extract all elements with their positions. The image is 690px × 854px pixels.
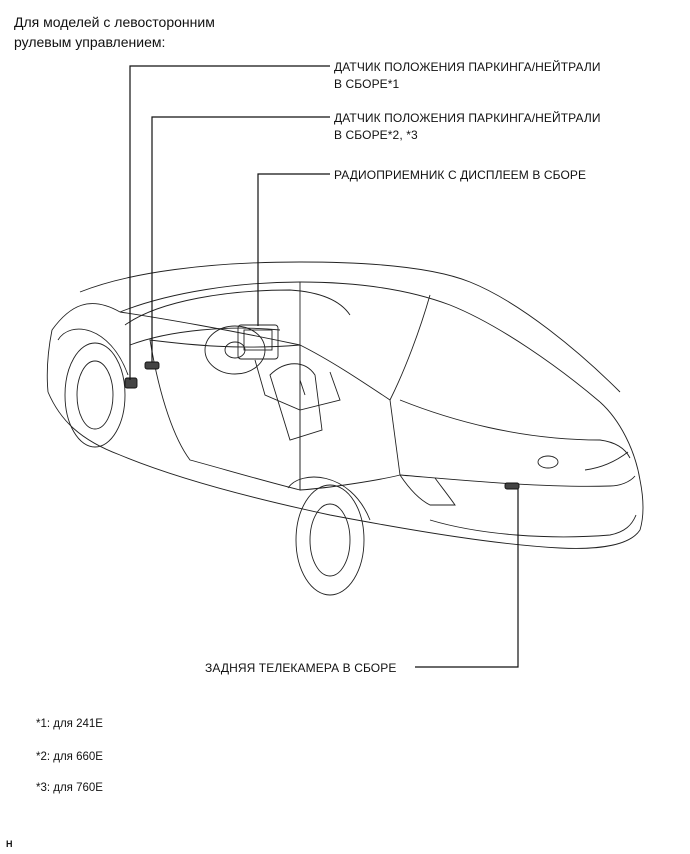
callout-1-line-2: В СБОРЕ*1: [334, 77, 400, 91]
rear-wheel-arch: [287, 476, 371, 521]
lower-body-line: [119, 454, 641, 549]
rear-lamp-right: [584, 451, 629, 471]
leader-line-switch-2: [151, 116, 330, 362]
rear-bumper: [429, 514, 637, 538]
rear-wheel: [295, 484, 365, 596]
rear-body-line: [599, 401, 644, 531]
heading-line-2: рулевым управлением:: [14, 34, 166, 50]
dashboard-lower: [129, 327, 281, 346]
rear-door: [299, 344, 401, 491]
leader-line-camera: [415, 489, 519, 668]
dashboard: [124, 289, 351, 326]
footnote-1: *1: для 241E: [36, 718, 103, 730]
car-roof-inner: [119, 281, 601, 403]
callout-park-neutral-switch-2: ДАТЧИК ПОЛОЖЕНИЯ ПАРКИНГА/НЕЙТРАЛИ В СБО…: [334, 110, 601, 144]
rear-wheel-rim: [309, 503, 351, 577]
park-neutral-switch-1-marker: [124, 377, 138, 389]
footnote-3: *3: для 760E: [36, 782, 103, 794]
front-door: [149, 339, 301, 491]
callout-rear-camera: ЗАДНЯЯ ТЕЛЕКАМЕРА В СБОРЕ: [205, 660, 396, 677]
c-pillar: [389, 294, 431, 401]
radio-display-screen: [243, 329, 273, 351]
rear-lamp-left: [399, 474, 456, 506]
trunk-outline: [399, 399, 631, 459]
leader-line-switch-1: [129, 65, 330, 380]
front-wheel-arch: [57, 328, 129, 376]
callout-4-line-1: ЗАДНЯЯ ТЕЛЕКАМЕРА В СБОРЕ: [205, 661, 397, 675]
callout-3-line-1: РАДИОПРИЕМНИК С ДИСПЛЕЕМ В СБОРЕ: [334, 168, 587, 182]
callout-1-line-1: ДАТЧИК ПОЛОЖЕНИЯ ПАРКИНГА/НЕЙТРАЛИ: [334, 60, 601, 74]
park-neutral-switch-2-marker: [144, 361, 160, 370]
front-fender: [47, 391, 121, 456]
steering-hub: [224, 341, 246, 359]
front-wheel-rim: [76, 360, 114, 430]
center-console: [254, 359, 341, 411]
rear-camera-marker: [504, 482, 520, 490]
footnote-2: *2: для 660E: [36, 751, 103, 763]
windshield-line: [119, 311, 301, 346]
trunk-lid: [399, 474, 636, 487]
front-seat: [269, 363, 323, 441]
front-wheel: [64, 342, 126, 448]
trunk-emblem: [537, 455, 559, 469]
hood-outline: [46, 303, 121, 393]
heading-line-1: Для моделей с левосторонним: [14, 14, 215, 30]
callout-radio-display: РАДИОПРИЕМНИК С ДИСПЛЕЕМ В СБОРЕ: [334, 167, 586, 184]
car-roof-outline: [79, 261, 621, 393]
shift-lever: [299, 379, 306, 396]
callout-park-neutral-switch-1: ДАТЧИК ПОЛОЖЕНИЯ ПАРКИНГА/НЕЙТРАЛИ В СБО…: [334, 59, 601, 93]
leader-line-radio: [257, 173, 330, 326]
diagram-heading: Для моделей с левосторонним рулевым упра…: [14, 12, 215, 52]
figure-code: H: [6, 839, 13, 849]
callout-2-line-2: В СБОРЕ*2, *3: [334, 128, 418, 142]
callout-2-line-1: ДАТЧИК ПОЛОЖЕНИЯ ПАРКИНГА/НЕЙТРАЛИ: [334, 111, 601, 125]
